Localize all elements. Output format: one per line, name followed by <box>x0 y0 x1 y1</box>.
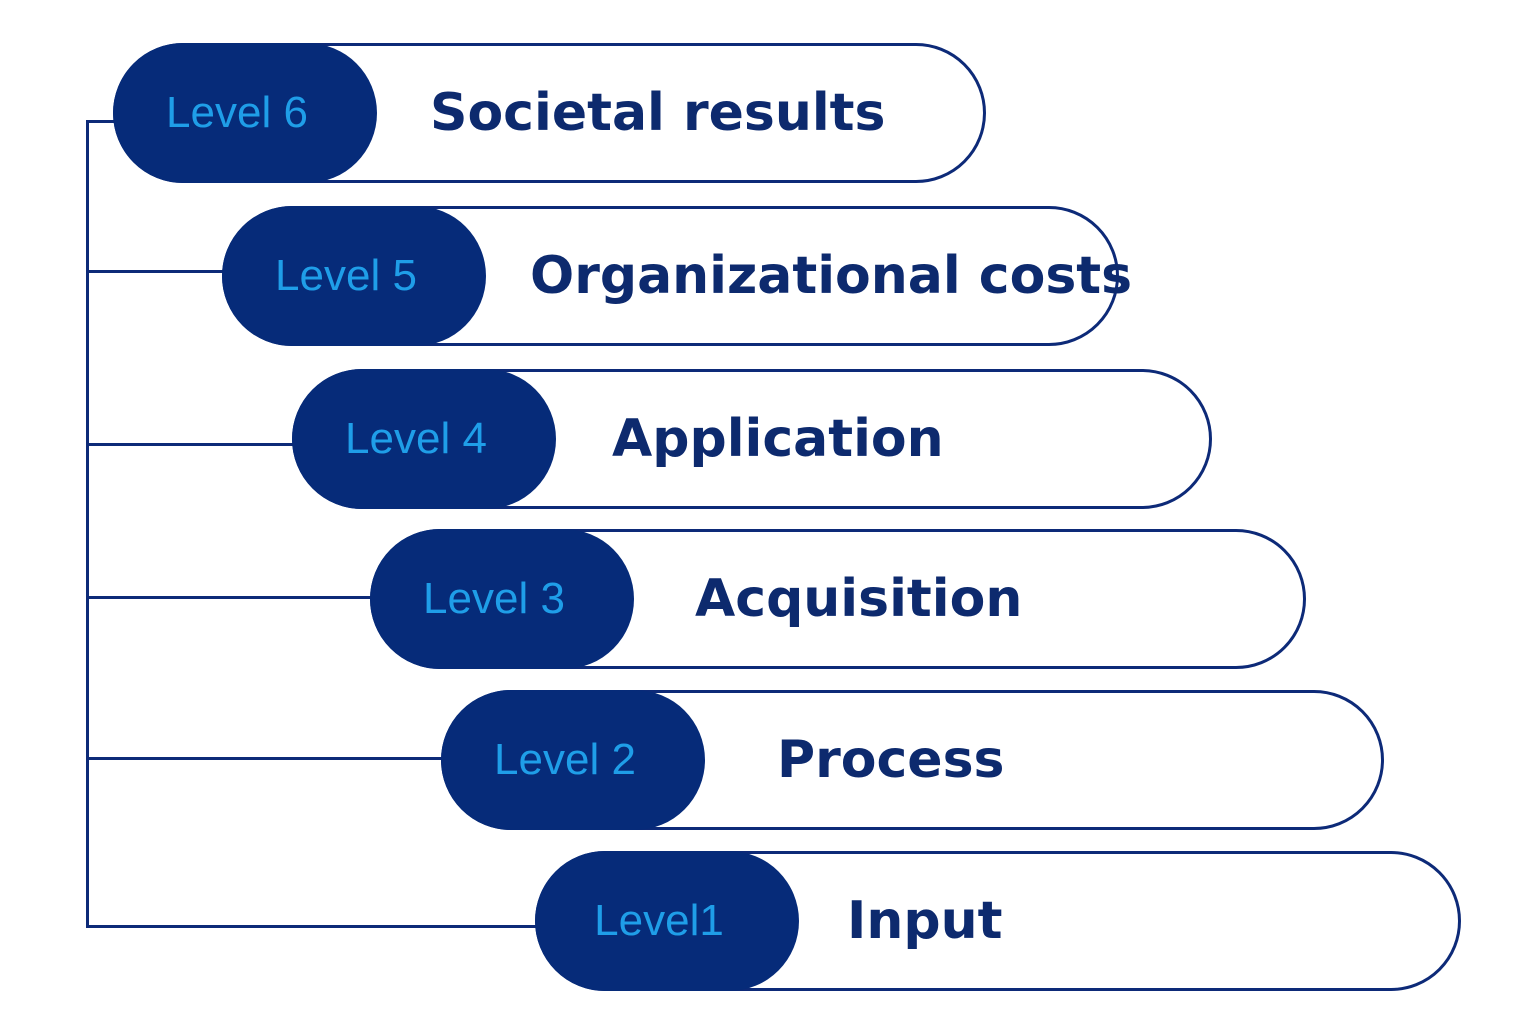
connector-level-6 <box>86 120 116 123</box>
level-title: Application <box>612 409 944 469</box>
level-badge: Level 3 <box>370 529 634 669</box>
connector-level-5 <box>86 270 224 273</box>
level-title: Process <box>777 730 1005 790</box>
level-row: Level 3 Acquisition <box>370 529 1306 669</box>
vertical-connector-line <box>86 120 89 928</box>
level-row: Level 5 Organizational costs <box>222 206 1132 346</box>
level-row: Level 4 Application <box>292 369 1212 509</box>
level-badge-label: Level 3 <box>423 574 565 623</box>
connector-level-2 <box>86 757 444 760</box>
level-badge: Level 6 <box>113 43 377 183</box>
level-badge-label: Level 6 <box>166 88 308 137</box>
level-title: Input <box>847 891 1003 951</box>
connector-level-1 <box>86 925 538 928</box>
level-badge-label: Level1 <box>594 896 724 945</box>
level-row: Level1 Input <box>535 851 1461 991</box>
level-title: Societal results <box>430 83 886 143</box>
level-badge-label: Level 4 <box>345 414 487 463</box>
connector-level-3 <box>86 596 372 599</box>
level-badge: Level 4 <box>292 369 556 509</box>
connector-level-4 <box>86 443 294 446</box>
level-row: Level 6 Societal results <box>113 43 986 183</box>
level-row: Level 2 Process <box>441 690 1384 830</box>
level-badge-label: Level 2 <box>494 735 636 784</box>
level-badge: Level 2 <box>441 690 705 830</box>
level-badge: Level1 <box>535 851 799 991</box>
level-title: Acquisition <box>695 569 1023 629</box>
level-badge: Level 5 <box>222 206 486 346</box>
level-badge-label: Level 5 <box>275 251 417 300</box>
level-title: Organizational costs <box>530 246 1133 306</box>
